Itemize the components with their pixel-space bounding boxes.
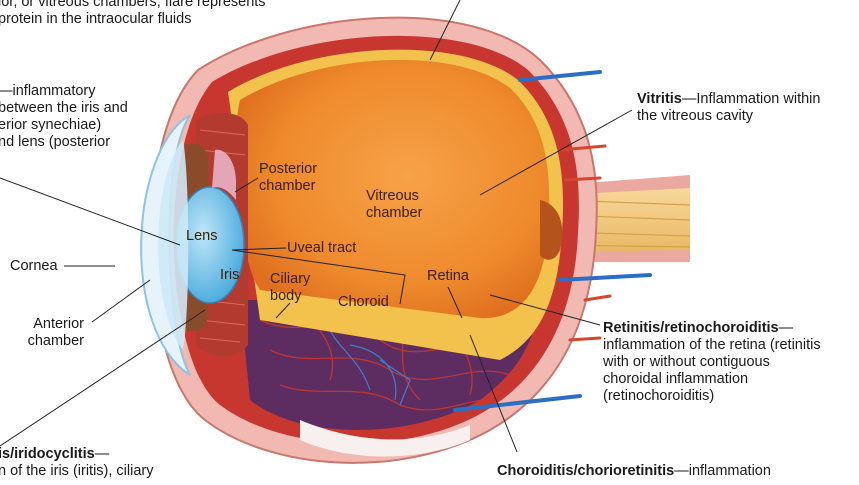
choroiditis-rest: —inflammation (674, 463, 771, 479)
iridocyclitis-term: is/iridocyclitis (0, 446, 95, 462)
retinitis-line-2: inflammation of the retina (retinitis (603, 337, 821, 354)
choroiditis-annotation: Choroiditis/chorioretinitis—inflammation (497, 463, 771, 480)
anterior-chamber-line-2: chamber (18, 333, 84, 350)
top-left-line-1: ior, or vitreous chambers; flare represe… (0, 0, 266, 11)
iridocyclitis-annotation: is/iridocyclitis— n of the iris (iritis)… (0, 446, 154, 480)
ciliary-body-line-1: Ciliary (270, 271, 310, 288)
anterior-chamber-line-1: Anterior (18, 316, 84, 333)
ciliary-body-label: Ciliary body (270, 271, 310, 305)
iris-label: Iris (220, 267, 239, 284)
vitritis-definition-1: —Inflammation within (682, 91, 821, 107)
retinitis-line-4: choroidal inflammation (603, 371, 821, 388)
vitritis-annotation: Vitritis—Inflammation within the vitreou… (637, 91, 820, 125)
choroid-label: Choroid (338, 294, 389, 311)
posterior-chamber-label: Posterior chamber (259, 161, 317, 195)
synechiae-annotation: —inflammatory between the iris and erior… (0, 83, 128, 151)
vitreous-chamber-label: Vitreous chamber (366, 188, 422, 222)
iridocyclitis-line-2: n of the iris (iritis), ciliary (0, 463, 154, 480)
synechiae-line-3: erior synechiae) (0, 117, 128, 134)
retinitis-line-3: with or without contiguous (603, 354, 821, 371)
vitreous-chamber-line-1: Vitreous (366, 188, 422, 205)
choroiditis-term: Choroiditis/chorioretinitis (497, 463, 674, 479)
top-left-line-2: protein in the intraocular fluids (0, 11, 266, 28)
synechiae-line-1: —inflammatory (0, 83, 128, 100)
vitritis-definition-2: the vitreous cavity (637, 108, 820, 125)
retinitis-annotation: Retinitis/retinochoroiditis— inflammatio… (603, 320, 821, 405)
ciliary-body-line-2: body (270, 288, 310, 305)
uveal-tract-label: Uveal tract (287, 240, 356, 257)
synechiae-line-2: between the iris and (0, 100, 128, 117)
top-left-annotation: ior, or vitreous chambers; flare represe… (0, 0, 266, 28)
synechiae-line-4: nd lens (posterior (0, 134, 128, 151)
retina-label: Retina (427, 268, 469, 285)
cornea-label: Cornea (10, 258, 58, 275)
retinitis-line-5: (retinochoroiditis) (603, 388, 821, 405)
posterior-chamber-line-1: Posterior (259, 161, 317, 178)
iridocyclitis-dash: — (95, 446, 110, 462)
vitritis-term: Vitritis (637, 91, 682, 107)
retinitis-dash: — (779, 320, 794, 336)
posterior-chamber-line-2: chamber (259, 178, 317, 195)
vitreous-chamber-line-2: chamber (366, 205, 422, 222)
lens-label: Lens (186, 228, 217, 245)
anterior-chamber-label: Anterior chamber (18, 316, 84, 350)
retinitis-term: Retinitis/retinochoroiditis (603, 320, 779, 336)
